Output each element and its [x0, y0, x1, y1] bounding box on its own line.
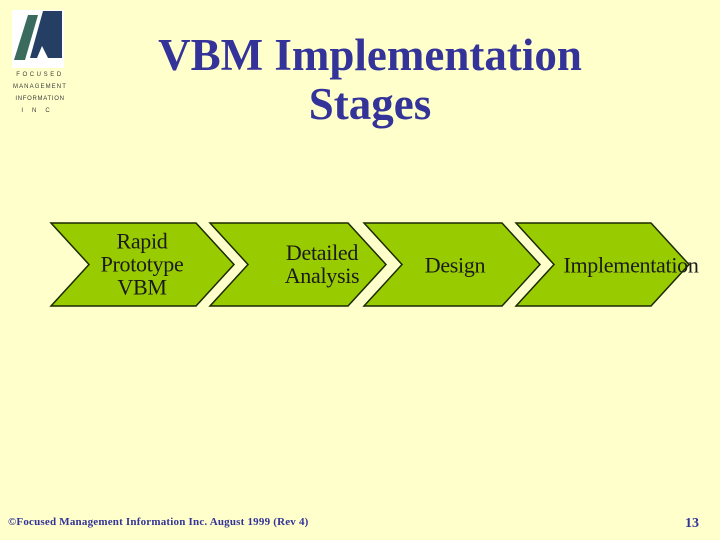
stage-label-line: Design — [424, 252, 486, 278]
stage-arrow-shape-3 — [362, 222, 542, 307]
process-flow-arrows — [49, 222, 691, 307]
stage-arrow-shape-1 — [49, 222, 236, 307]
stage-label-line: VBM — [117, 274, 167, 300]
stage-label-detailed-analysis: Detailed Analysis — [285, 241, 360, 287]
slide-title-line2: Stages — [308, 79, 432, 129]
company-logo: FOCUSED MANAGEMENT INFORMATION INC — [12, 10, 68, 117]
logo-mark-icon — [12, 10, 64, 68]
page-number: 13 — [685, 516, 699, 531]
slide-title-line1: VBM Implementation — [158, 30, 582, 80]
logo-word-line: FOCUSED — [16, 72, 64, 78]
logo-word-line: INC — [21, 108, 59, 114]
stage-label-implementation: Implementation — [563, 254, 698, 277]
stage-label-line: Implementation — [563, 252, 699, 278]
stage-arrow-shape-4 — [514, 222, 691, 307]
footer-copyright: ©Focused Management Information Inc. Aug… — [8, 516, 309, 528]
stage-label-line: Analysis — [284, 263, 360, 288]
stage-label-design: Design — [425, 254, 486, 277]
slide-title: VBM Implementation Stages — [20, 31, 720, 129]
stage-arrow-shape-2 — [208, 222, 388, 307]
stage-label-line: Prototype — [100, 251, 184, 277]
logo-wordmark: FOCUSED MANAGEMENT INFORMATION INC — [12, 69, 68, 117]
logo-word-line: MANAGEMENT — [12, 84, 67, 90]
stage-label-rapid-prototype-vbm: Rapid Prototype VBM — [101, 230, 184, 299]
stage-label-line: Rapid — [116, 228, 168, 254]
stage-label-line: Detailed — [285, 240, 359, 265]
logo-word-line: INFORMATION — [15, 96, 65, 102]
